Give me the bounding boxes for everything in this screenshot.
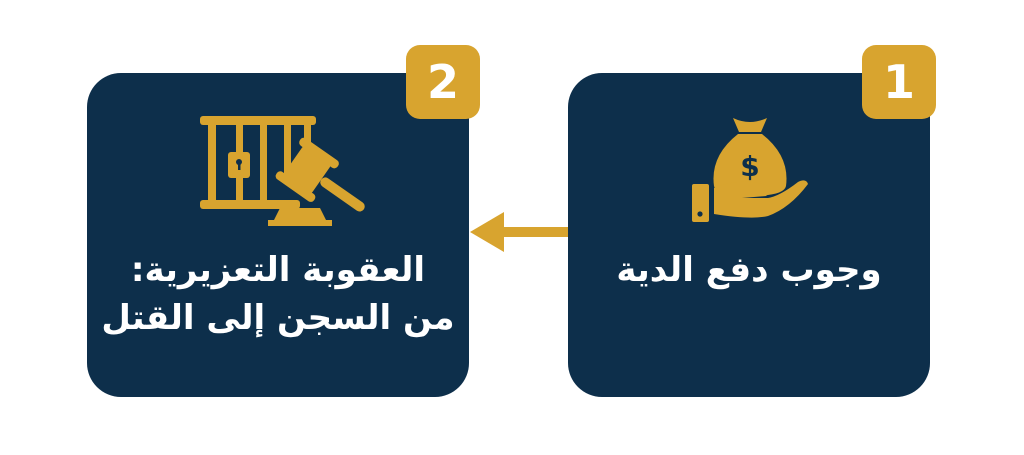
step-2-label-line2: من السجن إلى القتل	[101, 298, 455, 338]
step-2-label: العقوبة التعزيرية: من السجن إلى القتل	[87, 246, 469, 342]
svg-text:$: $	[740, 150, 759, 183]
step-1-number-badge: 1	[862, 45, 936, 119]
step-2-number-badge: 2	[406, 45, 480, 119]
money-bag-hand-icon: $	[692, 118, 808, 222]
step-2-card	[87, 73, 469, 397]
step-2-label-line1: العقوبة التعزيرية:	[130, 250, 426, 290]
prison-gavel-icon	[200, 116, 365, 226]
arrow-left-icon	[470, 212, 570, 252]
step-1-label: وجوب دفع الدية	[616, 250, 882, 290]
